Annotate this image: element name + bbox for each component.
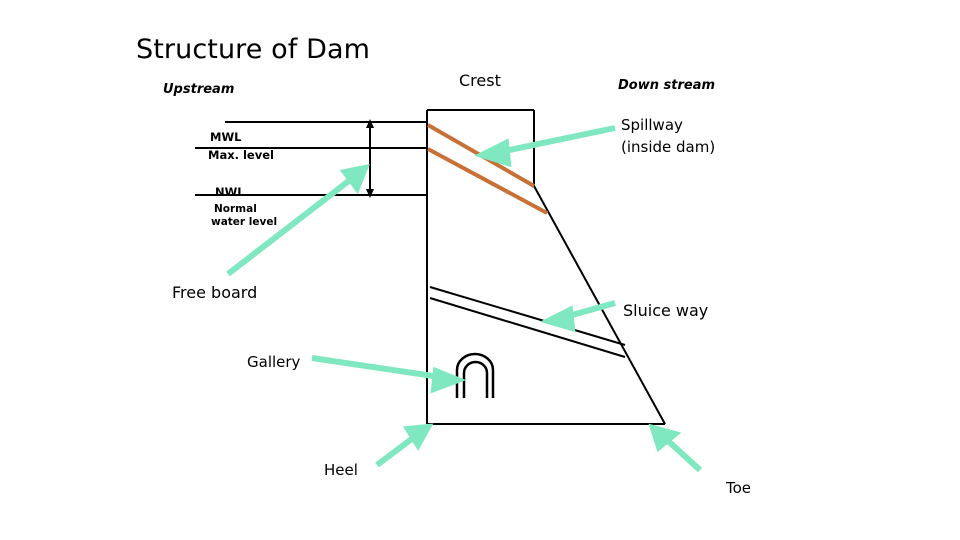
label-free-board: Free board bbox=[172, 283, 258, 302]
label-spillway-line2: (inside dam) bbox=[621, 138, 716, 156]
label-mwl-full: Max. level bbox=[208, 148, 274, 162]
label-nwl-full-line2: water level bbox=[211, 216, 278, 228]
label-downstream: Down stream bbox=[618, 78, 716, 93]
page-title: Structure of Dam bbox=[136, 34, 371, 65]
arrow-pointer-icon-freeboard bbox=[226, 163, 370, 277]
label-toe: Toe bbox=[726, 479, 752, 497]
arrow-pointer-icon-toe bbox=[648, 423, 703, 473]
label-nwl-abbrev: NWL bbox=[215, 185, 245, 199]
freeboard-dimension-arrow bbox=[366, 119, 374, 198]
label-nwl-full-line1: Normal bbox=[214, 203, 257, 215]
label-spillway-line1: Spillway bbox=[621, 116, 683, 134]
label-mwl-abbrev: MWL bbox=[210, 130, 242, 144]
arrow-pointer-icon-heel bbox=[375, 423, 434, 468]
label-heel: Heel bbox=[324, 461, 358, 479]
arrow-pointer-icon-gallery bbox=[311, 355, 467, 394]
gallery-arch-shape bbox=[455, 352, 495, 398]
water-level-lines bbox=[195, 121, 427, 196]
arrow-pointer-icon-sluiceway bbox=[539, 300, 616, 333]
spillway-conduit-lines bbox=[427, 123, 548, 215]
sluice-way-lines bbox=[429, 286, 626, 358]
dam-body-outline bbox=[426, 109, 666, 425]
label-gallery: Gallery bbox=[247, 353, 301, 371]
annotation-arrows bbox=[226, 125, 703, 473]
label-upstream: Upstream bbox=[163, 82, 235, 97]
arrow-pointer-icon-spillway bbox=[473, 125, 616, 168]
label-crest: Crest bbox=[459, 71, 501, 90]
label-sluice-way: Sluice way bbox=[623, 301, 709, 320]
